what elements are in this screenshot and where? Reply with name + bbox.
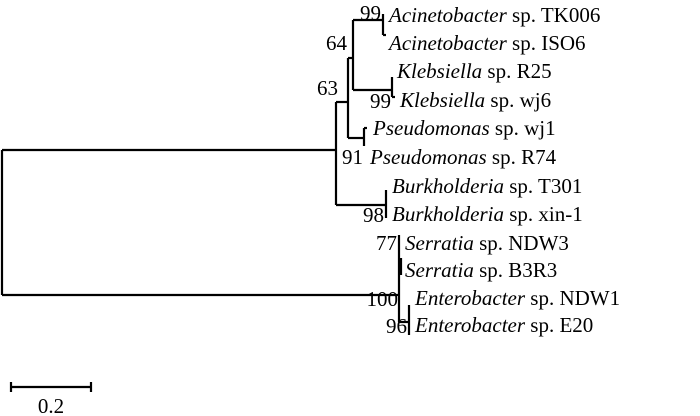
scale-bar: 0.2 [9,382,93,416]
leaf-label: Pseudomonas sp. R74 [369,145,557,169]
leaf-labels: Acinetobacter sp. TK006 Acinetobacter sp… [369,3,620,337]
bootstrap-value: 100 [367,287,399,311]
leaf-label: Acinetobacter sp. ISO6 [387,31,586,55]
leaf-label: Klebsiella sp. R25 [396,59,552,83]
bootstrap-value: 63 [317,76,338,100]
leaf-label: Burkholderia sp. xin-1 [392,202,583,226]
leaf-label: Serratia sp. NDW3 [405,231,569,255]
bootstrap-value: 64 [326,31,348,55]
leaf-label: Enterobacter sp. E20 [414,313,593,337]
leaf-label: Enterobacter sp. NDW1 [414,286,620,310]
bootstrap-value: 77 [376,231,397,255]
bootstrap-value: 99 [370,89,391,113]
scale-bar-label: 0.2 [38,394,64,416]
bootstrap-value: 96 [386,314,407,338]
bootstrap-value: 91 [342,145,363,169]
leaf-label: Pseudomonas sp. wj1 [372,116,556,140]
leaf-label: Klebsiella sp. wj6 [399,88,551,112]
bootstrap-values: 99 64 63 99 91 98 77 100 96 [317,1,407,338]
branches [0,14,411,335]
leaf-label: Serratia sp. B3R3 [405,258,557,282]
leaf-label: Burkholderia sp. T301 [392,174,582,198]
bootstrap-value: 98 [363,203,384,227]
bootstrap-value: 99 [360,1,381,25]
leaf-label: Acinetobacter sp. TK006 [387,3,600,27]
